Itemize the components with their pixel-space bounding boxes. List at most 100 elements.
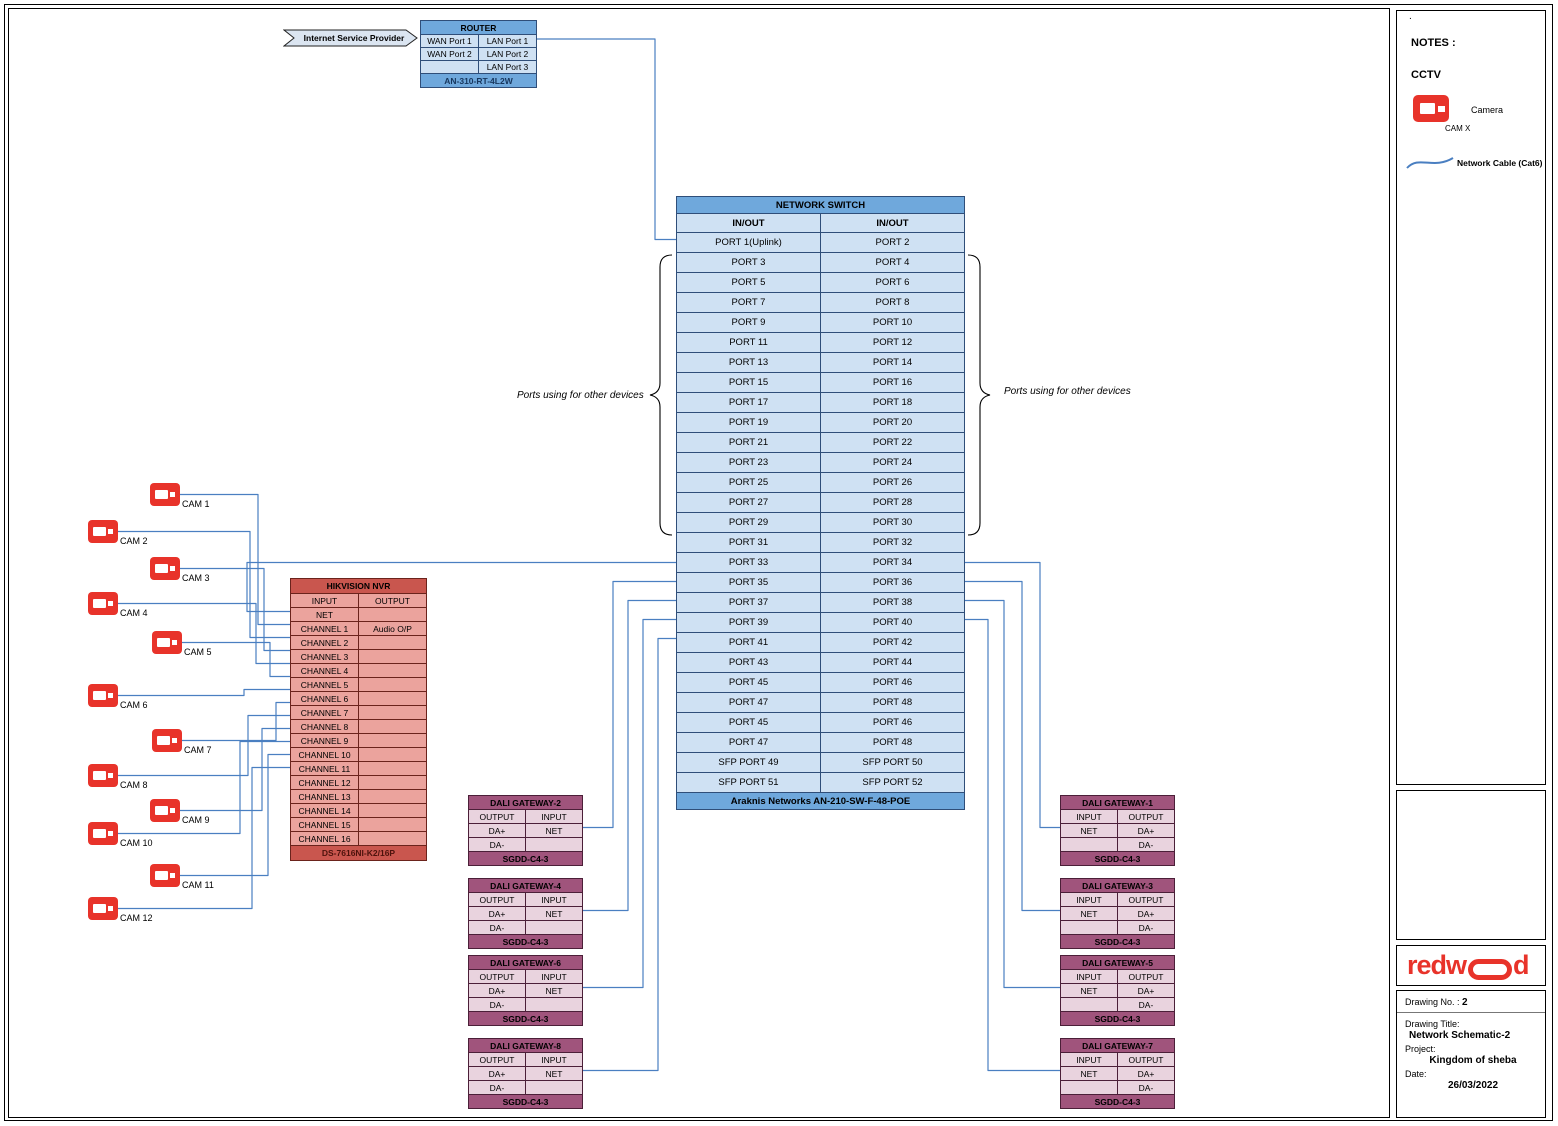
notes-panel: . NOTES : CCTV Camera CAM X Network Cabl…: [1396, 10, 1546, 785]
table-cell: [525, 998, 582, 1011]
table-model: SGDD-C4-3: [1061, 1094, 1174, 1108]
camera-label: CAM 5: [184, 647, 212, 657]
table-cell: CHANNEL 1: [291, 622, 358, 635]
notes-heading: NOTES :: [1411, 37, 1456, 49]
camera-lens-glyph: [170, 566, 175, 571]
table-cell: PORT 9: [677, 313, 820, 332]
table-model: SGDD-C4-3: [1061, 934, 1174, 948]
table-cell: [358, 762, 426, 775]
table-cell: DA-: [469, 921, 525, 934]
column-header: OUTPUT: [1117, 810, 1174, 823]
column-header: OUTPUT: [1117, 970, 1174, 983]
isp-banner: Internet Service Provider: [283, 29, 418, 47]
camera-7: CAM 7: [152, 729, 212, 755]
column-header: INPUT: [525, 970, 582, 983]
table-row: CHANNEL 9: [291, 733, 426, 747]
camera-body-glyph: [93, 599, 106, 608]
table-row: DA-: [1061, 1080, 1174, 1094]
column-header: OUTPUT: [469, 1053, 525, 1066]
camera-lens-glyph: [1438, 106, 1445, 112]
title-block-divider: [1397, 1012, 1545, 1013]
camera-label: CAM 6: [120, 700, 148, 710]
table-row: DA-: [1061, 997, 1174, 1011]
table-cell: NET: [1061, 907, 1117, 920]
table-cell: PORT 31: [677, 533, 820, 552]
camera-label: CAM 10: [120, 838, 153, 848]
camera-body-glyph: [93, 829, 106, 838]
table-cell: WAN Port 1: [421, 35, 478, 47]
column-header: INPUT: [1061, 970, 1117, 983]
camera-lens-glyph: [172, 738, 177, 743]
table-cell: PORT 37: [677, 593, 820, 612]
column-header: INPUT: [525, 893, 582, 906]
table-cell: CHANNEL 5: [291, 678, 358, 691]
table-cell: NET: [525, 984, 582, 997]
table-row: DA-: [469, 837, 582, 851]
table-cell: PORT 34: [820, 553, 964, 572]
table-title: ROUTER: [421, 21, 536, 34]
table-cell: PORT 12: [820, 333, 964, 352]
column-header: INPUT: [1061, 810, 1117, 823]
table-cell: PORT 27: [677, 493, 820, 512]
table-row: DA-: [1061, 920, 1174, 934]
table-cell: PORT 25: [677, 473, 820, 492]
table-cell: DA-: [1117, 838, 1174, 851]
table-cell: [358, 832, 426, 845]
camera-icon: [150, 483, 180, 506]
table-cell: CHANNEL 13: [291, 790, 358, 803]
table-cell: PORT 48: [820, 733, 964, 752]
table-cell: NET: [1061, 1067, 1117, 1080]
table-model: SGDD-C4-3: [469, 934, 582, 948]
table-row: CHANNEL 8: [291, 719, 426, 733]
isp-label: Internet Service Provider: [303, 33, 405, 43]
table-cell: PORT 42: [820, 633, 964, 652]
table-cell: PORT 35: [677, 573, 820, 592]
table-model: SGDD-C4-3: [469, 851, 582, 865]
table-cell: [525, 921, 582, 934]
table-cell: NET: [525, 1067, 582, 1080]
camera-body-glyph: [155, 871, 168, 880]
table-cell: PORT 41: [677, 633, 820, 652]
project-value: Kingdom of sheba: [1429, 1055, 1517, 1066]
table-cell: SFP PORT 51: [677, 773, 820, 792]
table-cell: PORT 19: [677, 413, 820, 432]
table-cell: WAN Port 2: [421, 48, 478, 60]
camera-icon: [88, 897, 118, 920]
camera-icon: [88, 822, 118, 845]
camera-body-glyph: [93, 771, 106, 780]
table-cell: [1061, 1081, 1117, 1094]
table-row: CHANNEL 7: [291, 705, 426, 719]
table-cell: [1061, 921, 1117, 934]
table-cell: CHANNEL 10: [291, 748, 358, 761]
table-cell: PORT 14: [820, 353, 964, 372]
table-row: CHANNEL 14: [291, 803, 426, 817]
column-header: OUTPUT: [469, 893, 525, 906]
camera-body-glyph: [93, 691, 106, 700]
table-title: DALI GATEWAY-4: [469, 879, 582, 892]
table-title: HIKVISION NVR: [291, 579, 426, 593]
table-cell: CHANNEL 14: [291, 804, 358, 817]
column-header: OUTPUT: [469, 810, 525, 823]
table-model: Araknis Networks AN-210-SW-F-48-POE: [677, 792, 964, 809]
table-cell: PORT 39: [677, 613, 820, 632]
table-cell: DA+: [469, 907, 525, 920]
table-cell: PORT 15: [677, 373, 820, 392]
table-cell: PORT 1(Uplink): [677, 233, 820, 252]
column-header: INPUT: [525, 810, 582, 823]
table-cell: CHANNEL 3: [291, 650, 358, 663]
table-model: SGDD-C4-3: [469, 1011, 582, 1025]
camera-label: CAM 2: [120, 536, 148, 546]
logo-panel: redw d: [1396, 945, 1546, 986]
camera-icon: [88, 592, 118, 615]
title-block: Drawing No. : 2 Drawing Title: Network S…: [1396, 990, 1546, 1118]
